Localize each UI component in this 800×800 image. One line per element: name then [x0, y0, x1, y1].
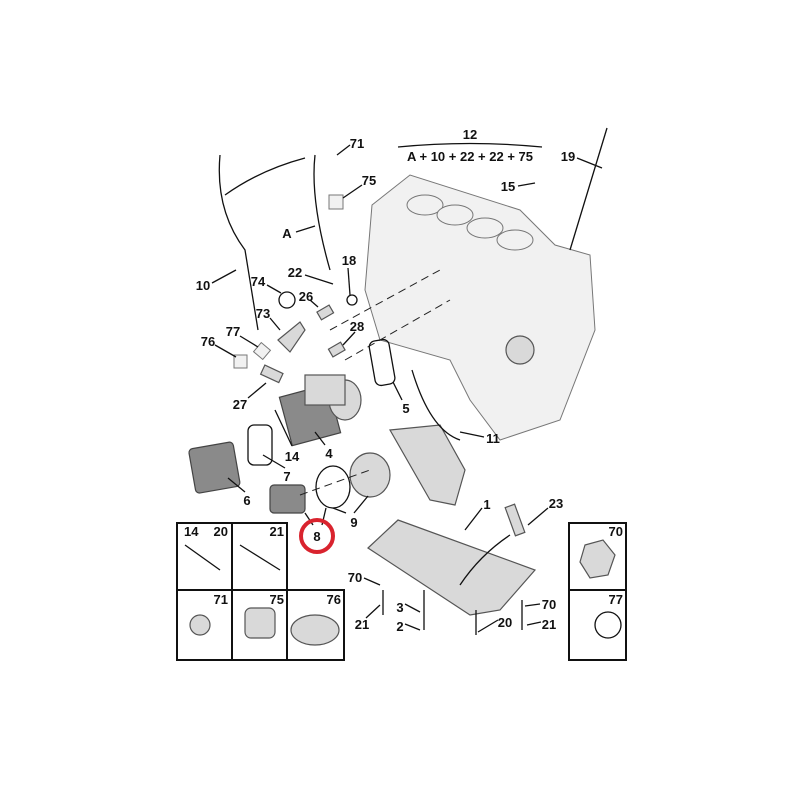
box-label-21[interactable]: 21: [270, 524, 284, 539]
callout-76[interactable]: 76: [201, 334, 215, 349]
callout-19[interactable]: 19: [561, 149, 575, 164]
callout-71[interactable]: 71: [350, 136, 364, 151]
group-formula: A + 10 + 22 + 22 + 75: [407, 149, 533, 164]
clip-76: [233, 354, 248, 369]
gasket-14: [247, 424, 273, 466]
sensor-28: [327, 341, 346, 358]
dipstick-19: [569, 127, 608, 251]
callouts: 71 75 19 15 A 10 74 22 18 26 73 28 77 76…: [196, 136, 575, 634]
oil-filter-housing: [278, 374, 362, 447]
callout-10[interactable]: 10: [196, 278, 210, 293]
box-label-20[interactable]: 20: [214, 524, 228, 539]
engine-block: [364, 174, 596, 441]
dipstick: [218, 154, 259, 331]
box-label-70[interactable]: 70: [609, 524, 623, 539]
box-label-75[interactable]: 75: [270, 592, 284, 607]
callout-18[interactable]: 18: [342, 253, 356, 268]
dipstick-tube: [313, 154, 331, 271]
callout-20[interactable]: 20: [498, 615, 512, 630]
clip-75: [328, 194, 344, 210]
oil-cooler-6: [188, 441, 241, 494]
filter-cap: [349, 452, 391, 498]
callout-73[interactable]: 73: [256, 306, 270, 321]
callout-1[interactable]: 1: [483, 497, 490, 512]
callout-3[interactable]: 3: [396, 600, 403, 615]
callout-8-highlighted[interactable]: 8: [313, 529, 320, 544]
callout-6[interactable]: 6: [243, 493, 250, 508]
callout-27[interactable]: 27: [233, 397, 247, 412]
callout-70[interactable]: 70: [542, 597, 556, 612]
gasket-5: [368, 338, 396, 387]
callout-15[interactable]: 15: [501, 179, 515, 194]
callout-75[interactable]: 75: [362, 173, 376, 188]
callout-21[interactable]: 21: [542, 617, 556, 632]
callout-A[interactable]: A: [282, 226, 292, 241]
callout-9[interactable]: 9: [350, 515, 357, 530]
oil-pickup: [389, 424, 466, 506]
box-label-77[interactable]: 77: [609, 592, 623, 607]
sensor-23: [504, 503, 526, 537]
sensor-26: [316, 304, 335, 321]
callout-26[interactable]: 26: [299, 289, 313, 304]
callout-7[interactable]: 7: [283, 469, 290, 484]
callout-28[interactable]: 28: [350, 319, 364, 334]
callout-4[interactable]: 4: [325, 446, 333, 461]
callout-11[interactable]: 11: [486, 431, 500, 446]
highlight-ring: [299, 518, 335, 554]
fastener-boxes-right: 70 77: [568, 522, 627, 661]
sensor-27: [259, 364, 284, 384]
fastener-boxes-left: 14 20 21 71 75 76: [176, 522, 345, 661]
box-label-71[interactable]: 71: [214, 592, 228, 607]
group-number: 12: [463, 127, 477, 142]
oil-pan: [367, 519, 537, 616]
oring-9: [315, 465, 351, 509]
callout-70[interactable]: 70: [348, 570, 362, 585]
callout-23[interactable]: 23: [549, 496, 563, 511]
callout-14[interactable]: 14: [285, 449, 300, 464]
callout-21[interactable]: 21: [355, 617, 369, 632]
box-label-76[interactable]: 76: [327, 592, 341, 607]
callout-74[interactable]: 74: [251, 274, 266, 289]
callout-77[interactable]: 77: [226, 324, 240, 339]
callout-5[interactable]: 5: [402, 401, 409, 416]
oring-74: [278, 291, 296, 309]
seal-18: [346, 294, 358, 306]
oil-filter-element: [269, 484, 306, 514]
callout-2[interactable]: 2: [396, 619, 403, 634]
box-label-14[interactable]: 14: [184, 524, 199, 539]
oil-filler-73: [277, 321, 306, 353]
callout-22[interactable]: 22: [288, 265, 302, 280]
